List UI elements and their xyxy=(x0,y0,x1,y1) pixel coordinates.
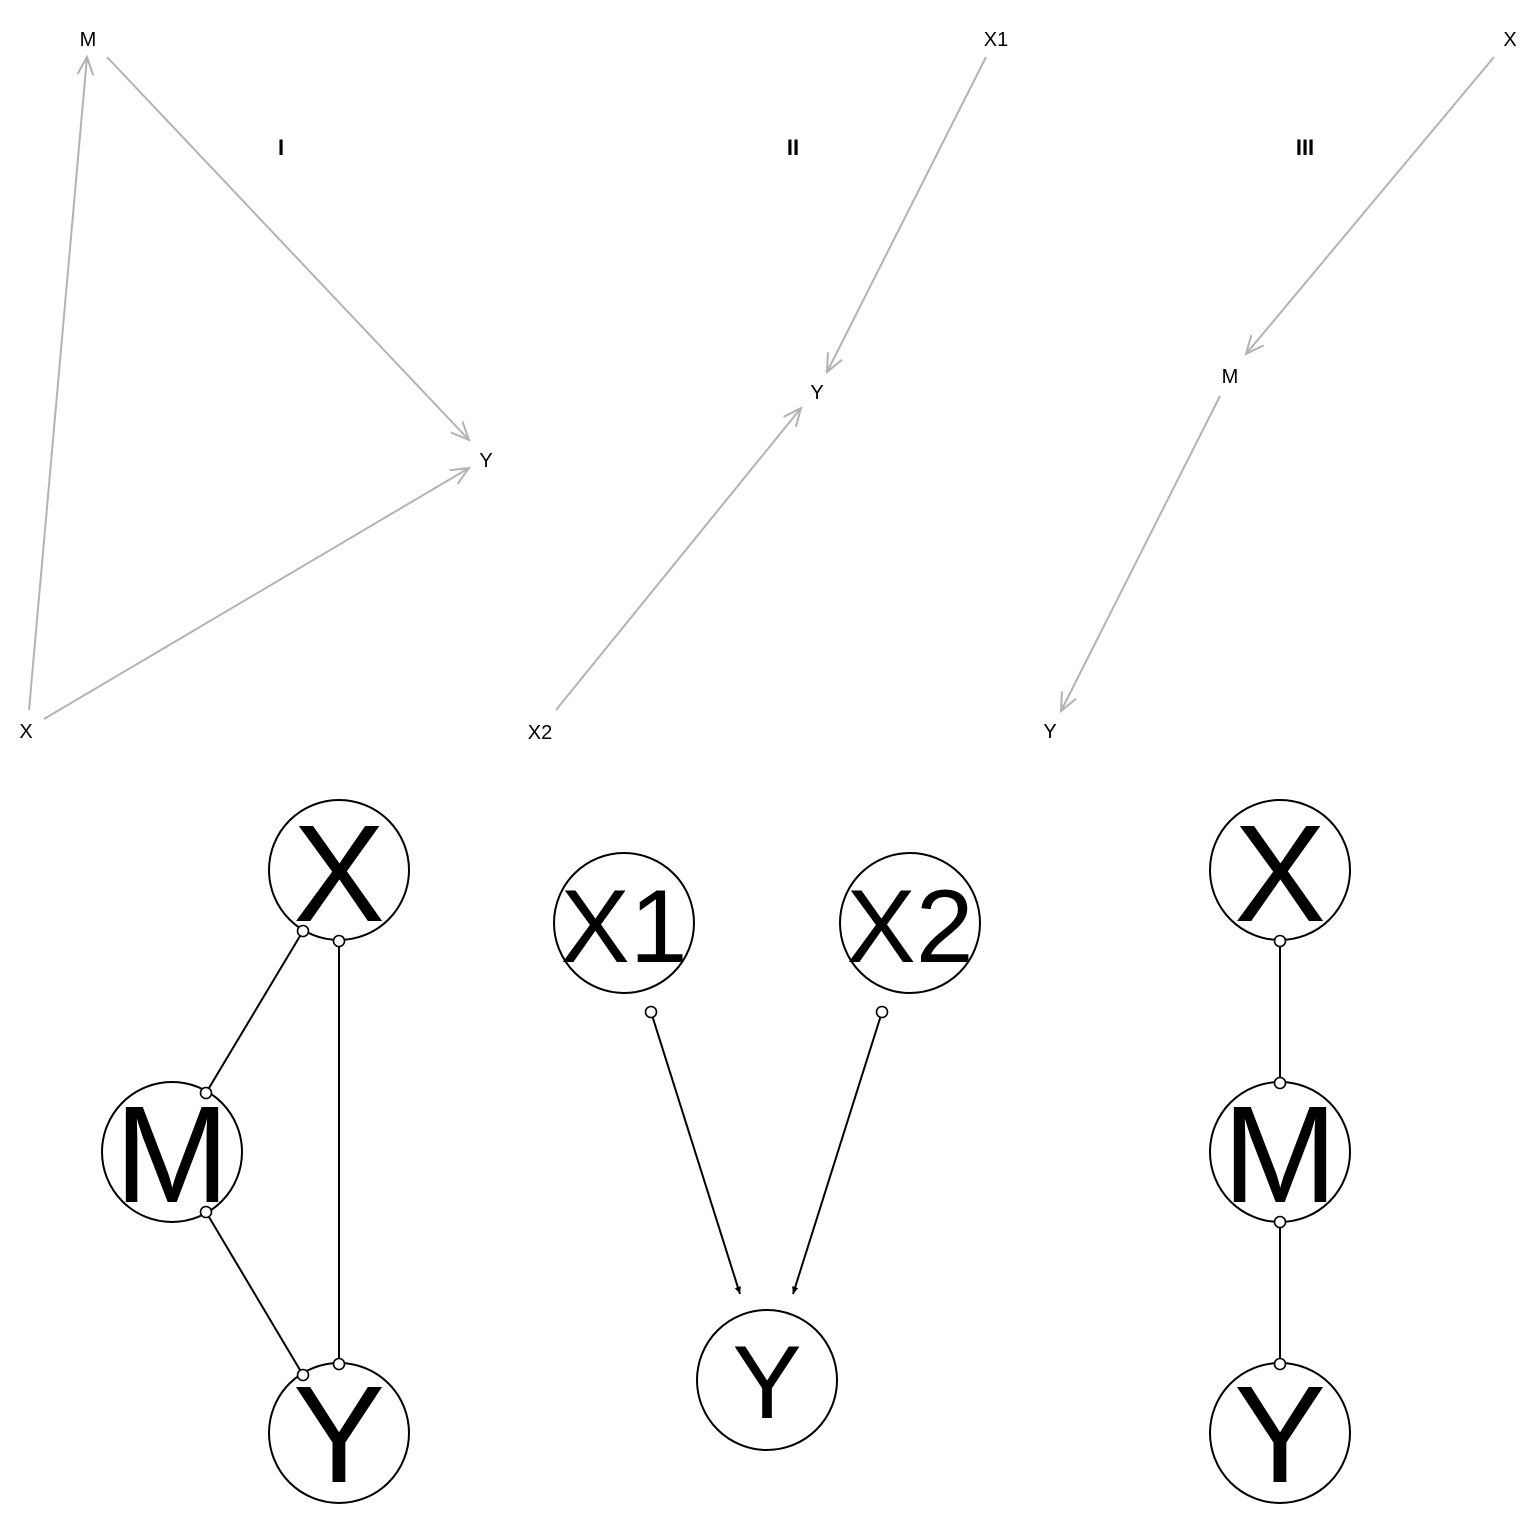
node-label-x1: X1 xyxy=(560,869,687,985)
node-label-m: M xyxy=(115,1078,230,1232)
edge-x-to-m xyxy=(28,57,87,711)
node-label-x1: X1 xyxy=(984,29,1008,51)
panel-2: II X1 Y X2 xyxy=(528,29,1008,744)
graph-2: X1 X2 Y xyxy=(553,852,981,1451)
endpoint-marker xyxy=(1273,1215,1287,1229)
edge-x-to-y xyxy=(43,468,469,720)
panel-1: I M Y X xyxy=(19,29,492,743)
edge-x1-y xyxy=(650,1011,741,1295)
node-label-m: M xyxy=(1222,366,1239,388)
node-m xyxy=(101,1081,243,1223)
node-label-x: X xyxy=(1503,29,1516,51)
endpoint-marker xyxy=(875,1005,889,1019)
endpoint-marker xyxy=(199,1086,213,1100)
graph-1: X M Y xyxy=(101,797,410,1512)
endpoint-marker xyxy=(296,924,310,938)
endpoint-marker xyxy=(332,1357,346,1371)
edge-m-to-y xyxy=(106,56,469,440)
edge-x2-to-y xyxy=(555,408,801,711)
node-label-m: M xyxy=(1223,1078,1338,1232)
panel-1-title: I xyxy=(278,135,284,160)
node-label-x: X xyxy=(1234,797,1326,951)
edge-x2-y xyxy=(792,1011,883,1295)
edge-x-to-m xyxy=(1246,56,1495,354)
endpoint-marker xyxy=(199,1205,213,1219)
node-y xyxy=(696,1309,838,1451)
graph-3: X M Y xyxy=(1209,797,1351,1512)
node-label-x: X xyxy=(293,797,385,951)
node-label-x2: X2 xyxy=(846,869,973,985)
node-label-x: X xyxy=(19,721,32,743)
edge-x-m xyxy=(205,930,304,1094)
panel-3-title: III xyxy=(1296,135,1314,160)
endpoint-marker xyxy=(644,1005,658,1019)
node-label-x2: X2 xyxy=(528,722,552,744)
edge-x1-to-y xyxy=(827,56,987,372)
node-label-m: M xyxy=(80,29,97,51)
endpoint-marker xyxy=(1273,1357,1287,1371)
node-label-y: Y xyxy=(1234,1358,1326,1512)
panel-2-title: II xyxy=(787,135,799,160)
node-label-y: Y xyxy=(1043,721,1056,743)
node-x1 xyxy=(553,852,695,994)
panel-3: III X M Y xyxy=(1043,29,1516,743)
edge-m-y xyxy=(205,1211,304,1376)
node-label-y: Y xyxy=(293,1358,385,1512)
endpoint-marker xyxy=(1273,934,1287,948)
node-x2 xyxy=(839,852,981,994)
node-label-y: Y xyxy=(479,450,492,472)
node-label-y: Y xyxy=(732,1325,801,1441)
endpoint-marker xyxy=(1273,1076,1287,1090)
edge-m-to-y xyxy=(1061,395,1221,711)
endpoint-marker xyxy=(296,1368,310,1382)
endpoint-marker xyxy=(332,934,346,948)
node-label-y: Y xyxy=(810,382,823,404)
